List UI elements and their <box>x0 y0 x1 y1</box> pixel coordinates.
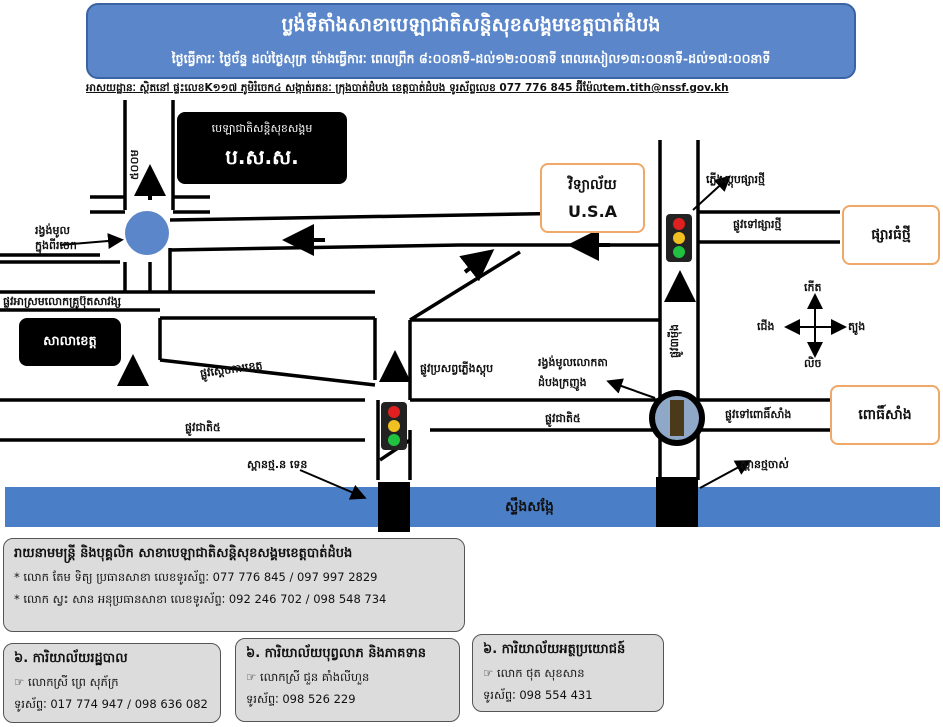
pochentong-box: ពោធិ៍សាំង <box>830 385 940 445</box>
admin-office-person: ☞ លោកស្រី ព្រេ សុភ័ក្រ <box>14 675 119 689</box>
leaders-card: រាយនាមមន្ត្រី និងបុគ្គលិក សាខាបេឡាជាតិសន… <box>3 538 465 632</box>
leader-2: * លោក ស្វះ សាន អនុប្រធានសាខា លេខទូរស័ព្ទ… <box>14 592 387 606</box>
traffic-light-left <box>381 402 407 450</box>
road-monivong-label: ផ្លូវ៣ម៉ីង <box>668 324 681 358</box>
compass-south-label: លិច <box>804 357 822 370</box>
page-title: ប្លង់ទីតាំងសាខាបេឡាជាតិសន្តិសុខសង្គមខេត្… <box>281 14 661 36</box>
address-line: អាសយដ្ឋានៈ ស្ថិតនៅ ផ្ទះលេខK១១៧ ភូមិរំចេក… <box>86 82 729 94</box>
road-provincial-label: ផ្លូវអាស្រមលោកគ្រូប៊ុតសាវង្ស <box>3 295 122 308</box>
traffic-light-right <box>666 214 692 262</box>
compass-arrows <box>784 293 847 358</box>
usa-school-line1: វិទ្យាល័យ <box>568 177 617 193</box>
nssf-building-box: បេឡាជាតិសន្តិសុខសង្គម ប.ស.ស. <box>177 112 347 184</box>
roundabout-statue-label: រង្វង់មូលលោកតា ដំបងក្រញូង <box>538 356 608 389</box>
leader-1: * លោក តែម ទិត្យ ប្រធានសាខា លេខទូរស័ព្ទៈ … <box>14 570 378 584</box>
nssf-box-line2: ប.ស.ស. <box>225 145 299 169</box>
road-national-label: ផ្លូវជាតិ៥ <box>185 421 221 434</box>
benefit-office-card: ៦. ការិយាល័យអត្ថប្រយោជន៍ ☞ លោក ថុត សុខសា… <box>472 634 664 712</box>
big-market-box: ផ្សារធំថ្មី <box>842 205 940 265</box>
bridge-left-label: ស្ពានថ្ម.ន ទេន <box>247 458 308 471</box>
road-national-right-label: ផ្លូវជាតិ៥ <box>545 412 581 425</box>
pointer-arrows <box>59 175 752 500</box>
lights-new-market-label: ភ្លើងស្តុបផ្សារថ្មី <box>706 173 765 186</box>
river <box>5 487 940 527</box>
contribution-office-card: ៦. ការិយាល័យបុព្វលាភ និងភាគទាន ☞ លោកស្រី… <box>235 638 460 722</box>
road-new-market-label: ផ្លូវទៅផ្សារថ្មី <box>733 218 782 231</box>
usa-school-line2: U.S.A <box>567 202 618 221</box>
bridge-right-label: ស្ពានថ្មចាស់ <box>740 458 789 471</box>
compass-east-label: ត្បូង <box>848 320 866 333</box>
bridge-right <box>656 477 698 527</box>
admin-office-card: ៦. ការិយាល័យរដ្ឋបាល ☞ លោកស្រី ព្រេ សុភ័ក… <box>3 643 221 723</box>
benefit-office-person: ☞ លោក ថុត សុខសាន <box>483 666 585 680</box>
benefit-office-phone: ទូរស័ព្ទៈ 098 554 431 <box>483 688 593 702</box>
roundabout-circle <box>125 211 169 255</box>
contribution-office-person: ☞ លោកស្រី ជួន គាំងលីហួន <box>246 670 370 684</box>
contribution-office-phone: ទូរស័ព្ទៈ 098 526 229 <box>246 692 356 706</box>
river-label: ស្ទឹងសង្កែ <box>505 499 554 515</box>
nssf-box-line1: បេឡាជាតិសន្តិសុខសង្គម <box>211 122 313 135</box>
admin-office-title: ៦. ការិយាល័យរដ្ឋបាល <box>14 651 128 666</box>
provincial-hall-box: សាលាខេត្ត <box>19 318 121 366</box>
road-lamp-label: ផ្លូវប្រសព្វភ្លើងស្តុប <box>420 362 494 375</box>
admin-office-phone: ទូរស័ព្ទៈ 017 774 947 / 098 636 082 <box>14 697 208 711</box>
leaders-title: រាយនាមមន្ត្រី និងបុគ្គលិក សាខាបេឡាជាតិសន… <box>14 546 353 561</box>
usa-school-box: វិទ្យាល័យ U.S.A <box>540 163 645 233</box>
header-banner: ប្លង់ទីតាំងសាខាបេឡាជាតិសន្តិសុខសង្គមខេត្… <box>86 3 856 79</box>
contribution-office-title: ៦. ការិយាល័យបុព្វលាភ និងភាគទាន <box>246 646 426 661</box>
compass-west-label: ជើង <box>757 320 775 333</box>
compass-north-label: កើត <box>804 281 822 294</box>
distance-label: ៥០០ម <box>128 149 141 180</box>
working-hours: ថ្ងៃធ្វើការៈ ថ្ងៃច័ន្ទ ដល់ថ្ងៃសុក្រ ម៉ោង… <box>171 51 771 66</box>
benefit-office-title: ៦. ការិយាល័យអត្ថប្រយោជន៍ <box>483 642 626 657</box>
road-pochentong-label: ផ្លូវទៅពោធិ៍សាំង <box>725 408 792 421</box>
direction-arrows <box>117 164 696 386</box>
roundabout-label: រង្វង់មូល ក្នុងពីរចេក <box>35 224 77 252</box>
road-lines <box>0 100 840 480</box>
bridge-left <box>378 482 410 532</box>
